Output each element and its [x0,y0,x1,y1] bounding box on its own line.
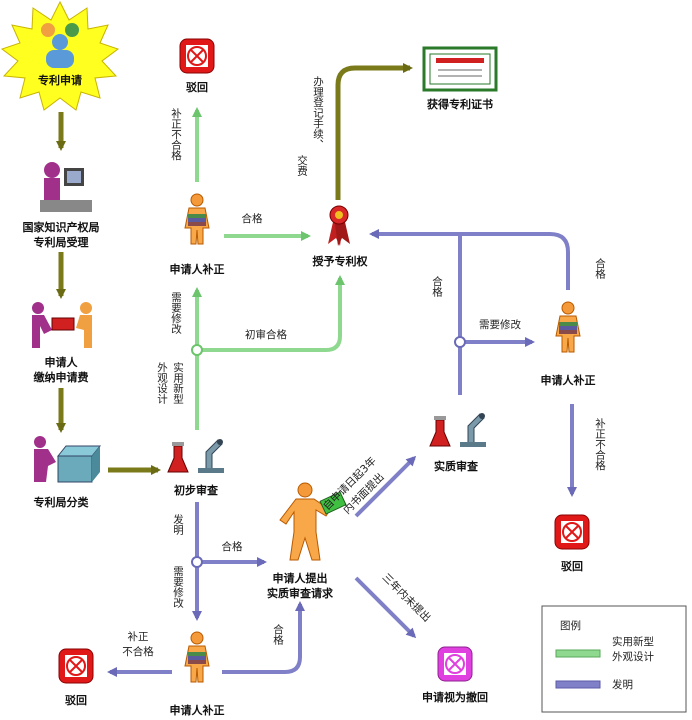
label-withdrawn: 申请视为撤回 [422,690,488,704]
node-cert: 获得专利证书 [422,46,498,111]
person-document-icon [279,482,347,561]
label-pay-line1: 申请人 [45,355,79,369]
edge-label-utility-line1: 实用新型 [172,361,184,404]
node-classify: 专利局分类 [34,436,102,509]
label-prelim: 初步审查 [174,483,218,497]
node-pay: 申请人 缴纳申请费 [32,302,92,384]
edge-label-bottom-reject-line2: 不合格 [122,645,154,658]
edge-label-needs-fix-bottom: 需要修改 [172,566,184,609]
legend-item1-line2: 外观设计 [612,650,654,663]
node-supp-bottom: 申请人补正 [170,631,225,717]
reject-stamp-icon [58,648,94,684]
edge-label-no-request-3y: 三年内未提出 [380,571,434,625]
legend-item1-line1: 实用新型 [612,635,654,648]
legend-title: 图例 [560,619,581,632]
edge-label-pass-mid: 合格 [222,540,243,553]
label-request-line2: 实质审查请求 [267,586,334,600]
label-apply: 专利申请 [38,73,82,87]
edge-label-pass-bottom: 合格 [272,623,284,646]
label-supp-top: 申请人补正 [170,262,225,276]
edge-label-pass-far-right: 合格 [594,257,606,280]
node-withdrawn: 申请视为撤回 [422,646,488,704]
label-request-line1: 申请人提出 [273,571,328,585]
label-substantive: 实质审查 [434,459,478,473]
purple-junction-left [191,556,203,568]
edge-label-invention: 发明 [172,513,184,536]
person-books-icon [184,631,210,683]
award-ribbon-icon [328,205,350,246]
node-apply: 专利申请 [0,0,120,111]
node-request: 申请人提出 实质审查请求 [267,482,347,600]
lab-microscope-icon [167,438,225,474]
certificate-icon [422,46,498,92]
edge-label-needs-fix-right: 需要修改 [479,318,521,331]
label-grant: 授予专利权 [313,254,369,268]
label-supp-right: 申请人补正 [541,373,596,387]
payment-icon [32,302,92,348]
node-supp-top: 申请人补正 [170,193,225,276]
edge-label-needs-fix-top: 需要修改 [170,292,182,335]
label-cert: 获得专利证书 [427,97,493,111]
reject-stamp-icon [179,38,215,74]
purple-flow-lines [107,229,577,677]
label-pay-line2: 缴纳申请费 [34,370,89,384]
legend-item2: 发明 [612,678,633,691]
reject-stamp-icon [554,514,590,550]
label-reject-top: 驳回 [186,80,208,94]
node-reject-bottom: 驳回 [58,648,94,707]
edge-label-pass-right: 合格 [431,275,443,298]
node-substantive: 实质审查 [429,412,487,473]
box-sorting-icon [34,436,102,483]
legend-swatch-green [555,649,601,658]
reject-stamp-icon [437,646,473,682]
edge-label-right-reject: 补正不合格 [594,417,606,471]
edge-label-utility-line2: 外观设计 [156,362,168,405]
label-cnipa-line2: 专利局受理 [34,235,89,249]
label-supp-bottom: 申请人补正 [170,703,225,717]
label-classify: 专利局分类 [34,495,90,509]
purple-junction-right [454,336,466,348]
node-cnipa: 国家知识产权局 专利局受理 [23,162,100,249]
people-icon [41,23,79,68]
olive-flow-lines [56,63,413,475]
node-prelim: 初步审查 [167,438,225,497]
person-books-icon [184,193,210,245]
office-worker-icon [40,162,92,212]
node-supp-right: 申请人补正 [541,301,596,387]
legend: 图例 实用新型 外观设计 发明 [541,605,687,713]
label-reject-bottom: 驳回 [65,693,87,707]
label-reject-right: 驳回 [561,559,583,573]
edge-label-pass-top: 合格 [242,212,263,225]
node-grant: 授予专利权 [313,205,369,268]
label-cnipa-line1: 国家知识产权局 [23,220,100,234]
legend-swatch-purple [555,680,601,689]
edge-label-register-line2: 交费 [296,154,308,177]
legend-box [541,605,687,713]
node-reject-right: 驳回 [554,514,590,573]
node-reject-top: 驳回 [179,38,215,94]
person-books-icon [555,301,581,353]
lab-microscope-icon [429,412,487,448]
edge-label-prelim-pass: 初审合格 [245,328,287,341]
green-junction [191,344,203,356]
edge-label-register-line1: 办理登记手续、 [312,75,324,149]
edge-label-bottom-reject-line1: 补正 [128,630,149,643]
green-flow-lines [192,107,345,430]
edge-label-top-reject: 补正不合格 [170,107,182,161]
